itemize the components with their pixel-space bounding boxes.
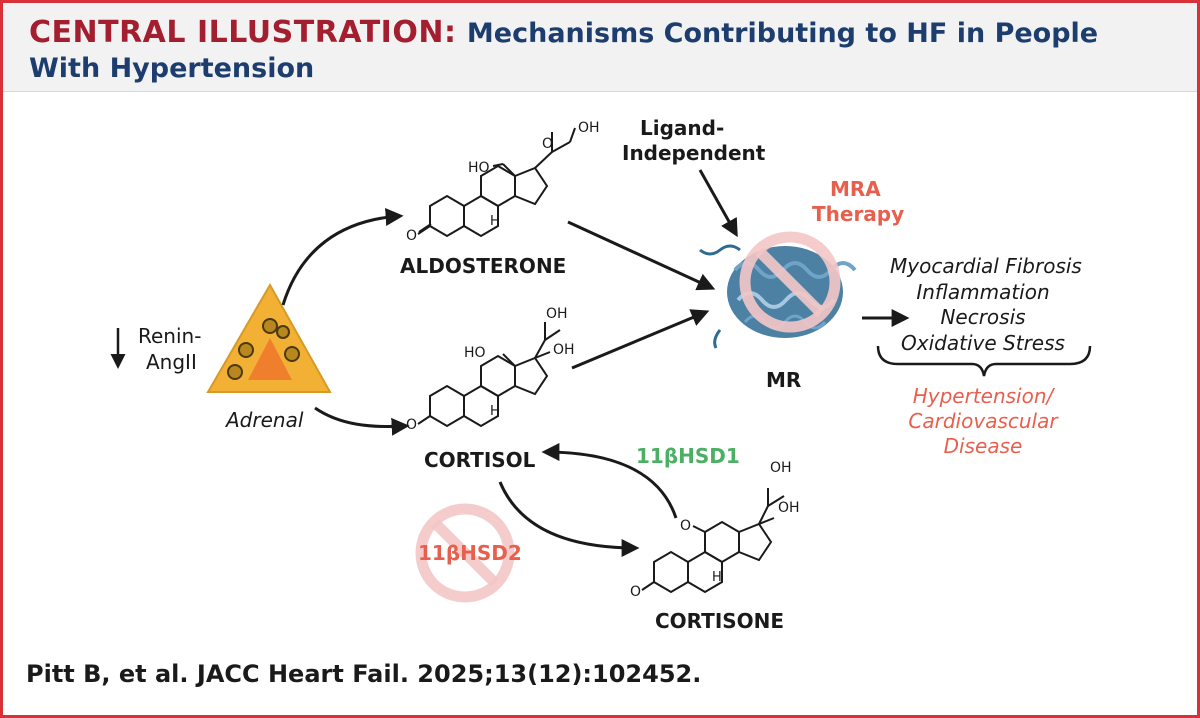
hsd2-arrow xyxy=(498,481,640,557)
effect-myocardial-fibrosis: Myocardial Fibrosis xyxy=(890,254,1082,278)
cortisol-label: CORTISOL xyxy=(424,448,536,472)
renin-label-2: AngII xyxy=(146,350,197,374)
hsd2-label: 11βHSD2 xyxy=(418,541,522,565)
cortisol-ketone-label: O xyxy=(406,417,418,433)
citation: Pitt B, et al. JACC Heart Fail. 2025;13(… xyxy=(26,660,702,688)
cortisol-structure xyxy=(417,322,561,428)
header-bar: CENTRAL ILLUSTRATION: Mechanisms Contrib… xyxy=(3,3,1197,92)
aldosterone-ketone-label: O xyxy=(406,228,418,244)
cortisol-oh-label: OH xyxy=(546,306,568,322)
hsd1-label: 11βHSD1 xyxy=(636,444,740,468)
mra-label-1: MRA xyxy=(830,177,881,201)
effects-brace xyxy=(876,345,1092,377)
title-prefix: CENTRAL ILLUSTRATION: xyxy=(29,15,457,50)
cortisol-ho-label: HO xyxy=(464,345,486,361)
cortisone-structure xyxy=(641,488,785,594)
aldosterone-o-label: O xyxy=(542,136,554,152)
title-line-1: CENTRAL ILLUSTRATION: Mechanisms Contrib… xyxy=(29,15,1098,50)
cortisol-h-label: H xyxy=(490,404,500,419)
adrenal-label: Adrenal xyxy=(226,408,304,432)
ligand-label-2: Independent xyxy=(622,141,766,165)
aldosterone-oh-label: OH xyxy=(578,120,600,136)
ligand-label-1: Ligand- xyxy=(640,116,725,140)
outcome-line-2: Cardiovascular xyxy=(908,409,1058,433)
outcome-line-3: Disease xyxy=(943,434,1023,458)
adrenal-to-cortisol-arrow xyxy=(314,406,410,436)
mra-label-2: Therapy xyxy=(812,202,905,226)
aldosterone-label: ALDOSTERONE xyxy=(400,254,567,278)
mr-label: MR xyxy=(766,368,802,392)
cortisone-label: CORTISONE xyxy=(655,609,785,633)
cortisone-o-label: O xyxy=(680,518,692,534)
title-main-1: Mechanisms Contributing to HF in People xyxy=(466,18,1099,49)
effect-inflammation: Inflammation xyxy=(916,280,1050,304)
aldosterone-structure xyxy=(417,127,576,238)
effect-oxidative-stress: Oxidative Stress xyxy=(901,331,1065,355)
cortisone-h-label: H xyxy=(712,570,722,585)
renin-label-1: Renin- xyxy=(138,324,202,348)
cortisone-ketone-label: O xyxy=(630,584,642,600)
hsd1-arrow xyxy=(541,443,678,519)
aldosterone-to-mr-arrow xyxy=(567,220,716,291)
title-main-2: With Hypertension xyxy=(29,53,315,84)
cortisol-oh2-label: OH xyxy=(553,342,575,358)
ligand-independent-arrow xyxy=(698,169,738,238)
mra-prohibition-icon xyxy=(739,231,841,333)
cortisone-oh-label: OH xyxy=(770,460,792,476)
outcome-line-1: Hypertension/ xyxy=(912,384,1054,408)
hsd2-prohibition-icon xyxy=(415,503,515,603)
effect-necrosis: Necrosis xyxy=(940,305,1026,329)
aldosterone-ho-label: HO xyxy=(468,160,490,176)
adrenal-to-aldosterone-arrow xyxy=(281,207,404,306)
adrenal-gland-icon xyxy=(206,282,332,393)
cortisone-oh2-label: OH xyxy=(778,500,800,516)
aldosterone-h-label: H xyxy=(490,214,500,229)
cortisol-to-mr-arrow xyxy=(571,309,710,370)
